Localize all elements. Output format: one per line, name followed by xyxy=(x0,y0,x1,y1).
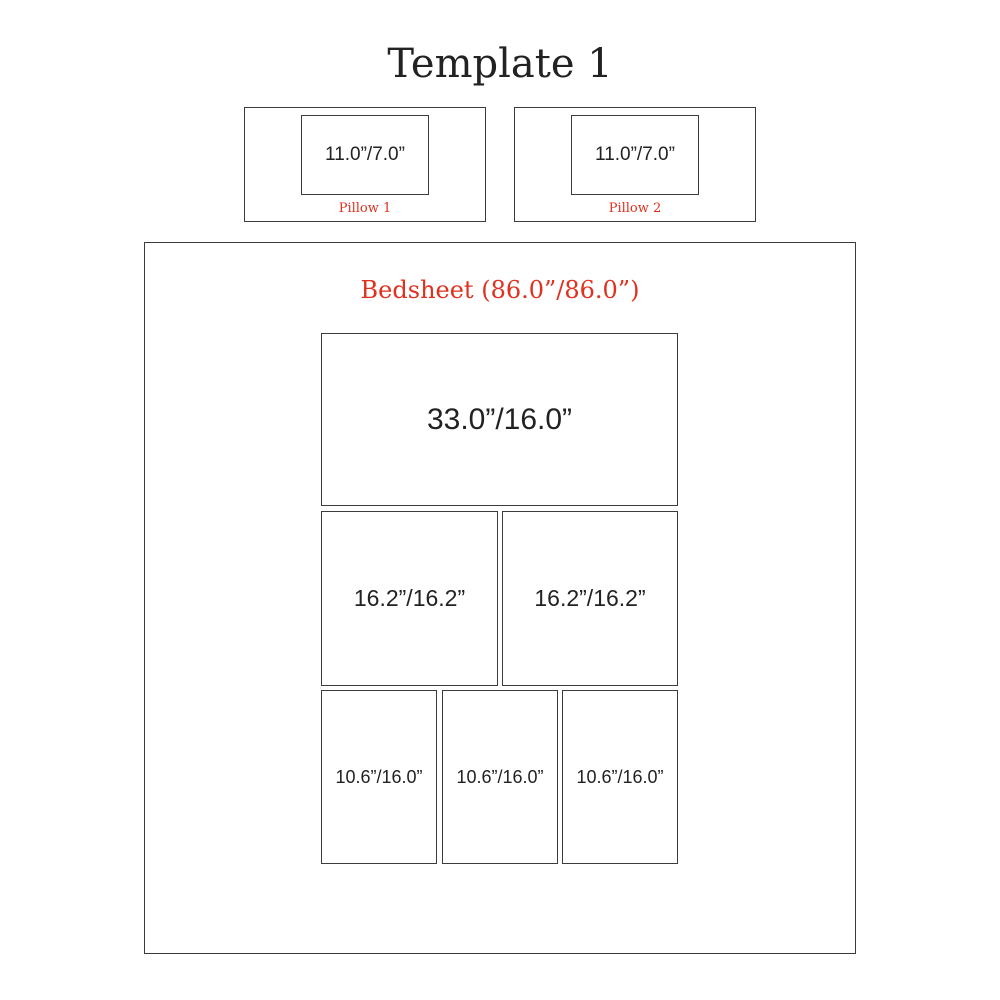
bedsheet-panel-small-3: 10.6”/16.0” xyxy=(562,690,678,864)
pillow-2-photo-slot: 11.0”/7.0” xyxy=(571,115,699,195)
panel-size-label: 16.2”/16.2” xyxy=(534,585,646,611)
pillow-1-photo-slot: 11.0”/7.0” xyxy=(301,115,429,195)
pillow-2-label: Pillow 2 xyxy=(608,201,662,216)
bedsheet-panel-small-2: 10.6”/16.0” xyxy=(442,690,558,864)
bedsheet-panel-large: 33.0”/16.0” xyxy=(321,333,678,506)
bedsheet-panel-small-1: 10.6”/16.0” xyxy=(321,690,437,864)
pillow-1-size-label: 11.0”/7.0” xyxy=(325,144,405,165)
panel-size-label: 16.2”/16.2” xyxy=(353,585,466,611)
panel-size-label: 10.6”/16.0” xyxy=(456,766,544,787)
bedsheet-label: Bedsheet (86.0”/86.0”) xyxy=(360,276,640,304)
pillow-1-label: Pillow 1 xyxy=(338,201,392,216)
panel-size-label: 10.6”/16.0” xyxy=(335,766,423,787)
panel-size-label: 10.6”/16.0” xyxy=(576,766,664,787)
pillow-2-size-label: 11.0”/7.0” xyxy=(595,144,675,165)
bedsheet-panel-medium-2: 16.2”/16.2” xyxy=(502,511,678,686)
bedsheet-panel-medium-1: 16.2”/16.2” xyxy=(321,511,498,686)
panel-size-label: 33.0”/16.0” xyxy=(426,402,573,436)
page-title: Template 1 xyxy=(387,41,613,87)
